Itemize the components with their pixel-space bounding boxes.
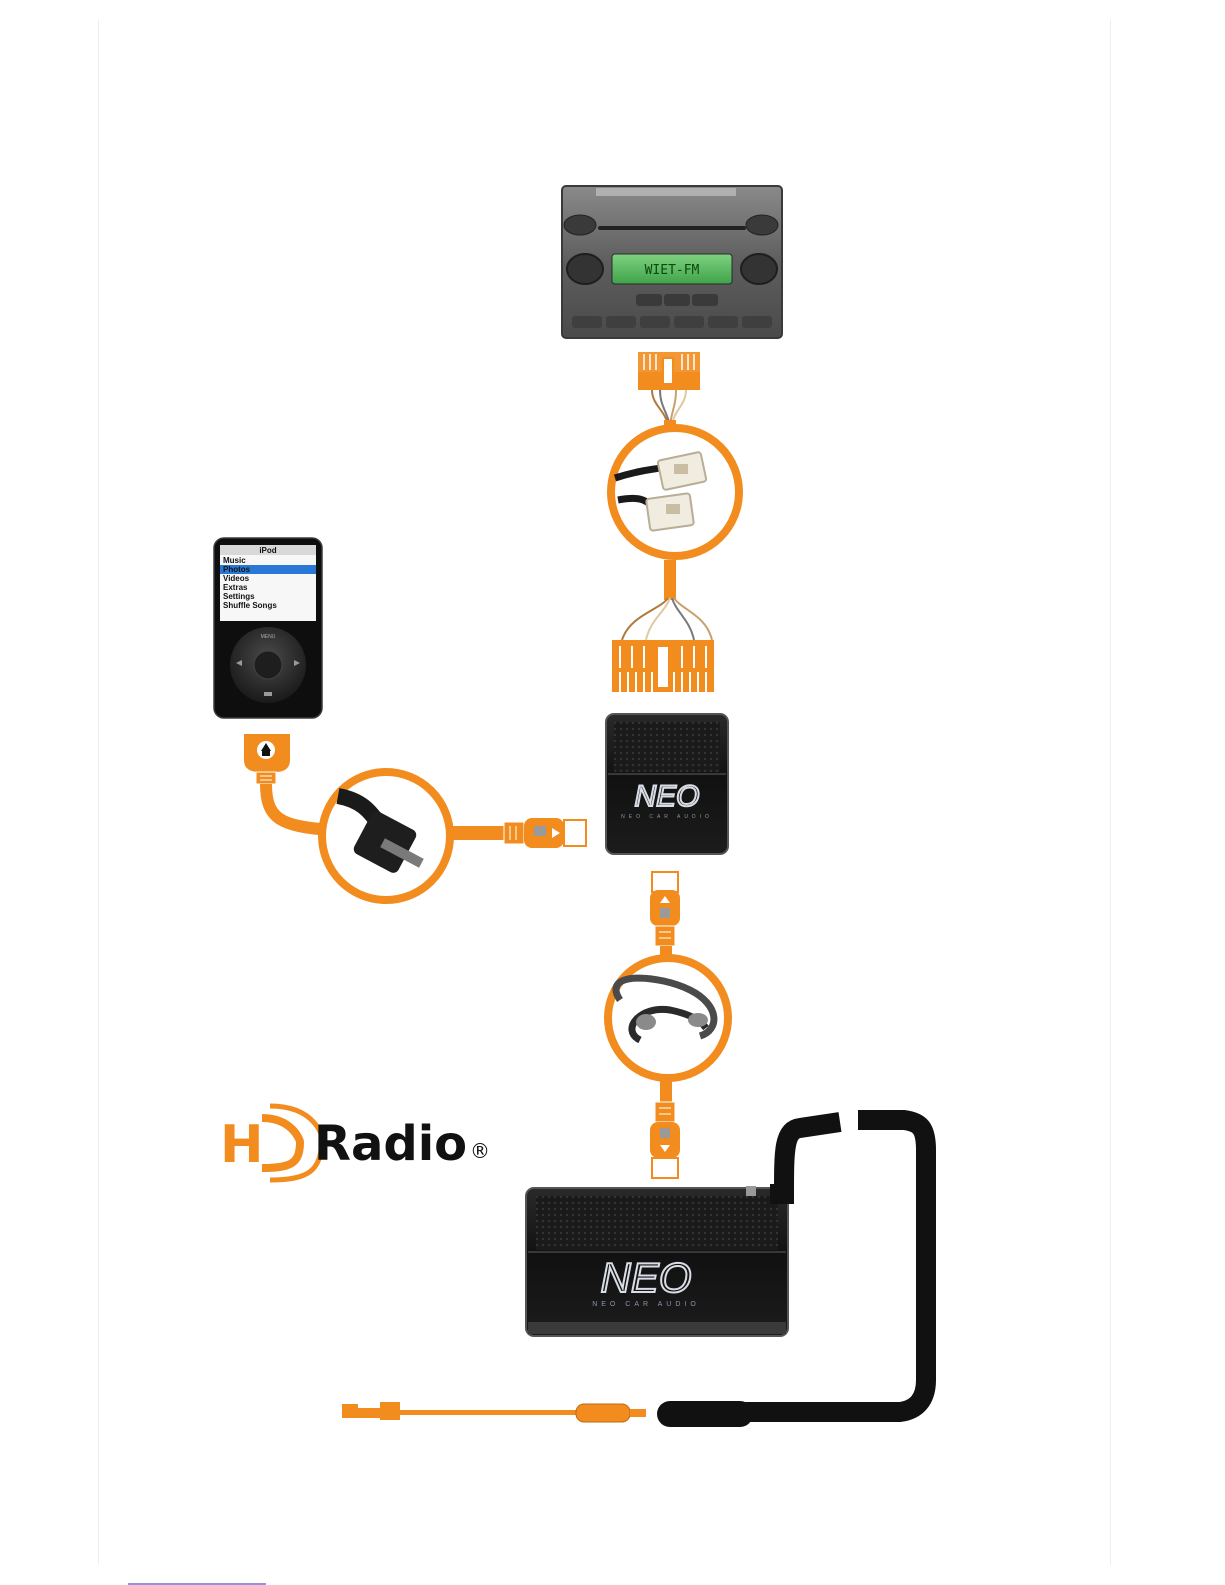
neo-logo: NEO (634, 780, 699, 813)
volume-knob[interactable] (567, 254, 603, 284)
cd-slot-top (596, 188, 736, 196)
car-stereo-head-unit: WIET-FM (562, 186, 782, 338)
stereo-button[interactable] (636, 294, 662, 306)
seek-right-knob[interactable] (746, 215, 778, 235)
neo-logo-sub: NEO CAR AUDIO (621, 814, 713, 820)
ipod-dock-connector (244, 734, 290, 784)
ipod-connector-callout (322, 772, 450, 900)
ipod-center-button[interactable] (254, 651, 282, 679)
harness-connector-callout (611, 428, 739, 556)
antenna-cable (770, 1122, 840, 1194)
ipod-screen-header: iPod (259, 546, 276, 555)
neo-link-plug-top (650, 872, 680, 946)
ipod-menu-item: Videos (223, 574, 250, 583)
play-pause-icon (264, 692, 272, 696)
neo-logo-sub: NEO CAR AUDIO (592, 1301, 700, 1308)
hd-radio-logo: H Radio ® (220, 1106, 490, 1180)
neo-link-plug-bottom (650, 1102, 680, 1178)
ipod-menu-item: Extras (223, 583, 248, 592)
cd-slot (598, 226, 746, 230)
hd-letter-d (262, 1118, 300, 1168)
neo-hd-tuner-box: NEO NEO CAR AUDIO (526, 1186, 788, 1336)
harness-wires-top (652, 390, 686, 425)
ipod-menu-item: Music (223, 556, 246, 565)
stereo-button[interactable] (664, 294, 690, 306)
tune-knob[interactable] (741, 254, 777, 284)
stereo-button[interactable] (692, 294, 718, 306)
antenna-adapter (342, 1402, 646, 1422)
harness-wires-bottom (622, 598, 712, 640)
cable-sleeve (660, 1080, 672, 1104)
ipod-device: iPod MusicPhotosVideosExtrasSettingsShuf… (214, 538, 322, 718)
registered-mark: ® (470, 1139, 490, 1163)
cable-sleeve (664, 560, 676, 600)
seek-left-knob[interactable] (564, 215, 596, 235)
harness-plug-bottom (612, 640, 714, 692)
ipod-wheel-menu-label: MENU (261, 634, 276, 640)
harness-plug-top (638, 352, 700, 390)
hd-radio-word: Radio (314, 1116, 467, 1172)
ipod-menu-item: Photos (223, 565, 251, 574)
neo-logo: NEO (600, 1254, 691, 1301)
stereo-display-text: WIET-FM (645, 263, 700, 278)
ipod-cable-plug (504, 818, 586, 848)
neo-interface-box: NEO NEO CAR AUDIO (606, 714, 728, 854)
coax-cable-callout (608, 958, 728, 1078)
ipod-to-neo-cable (452, 826, 506, 840)
ipod-menu-item: Settings (223, 592, 255, 601)
hd-letter-h: H (220, 1115, 264, 1175)
ipod-menu-item: Shuffle Songs (223, 601, 277, 610)
